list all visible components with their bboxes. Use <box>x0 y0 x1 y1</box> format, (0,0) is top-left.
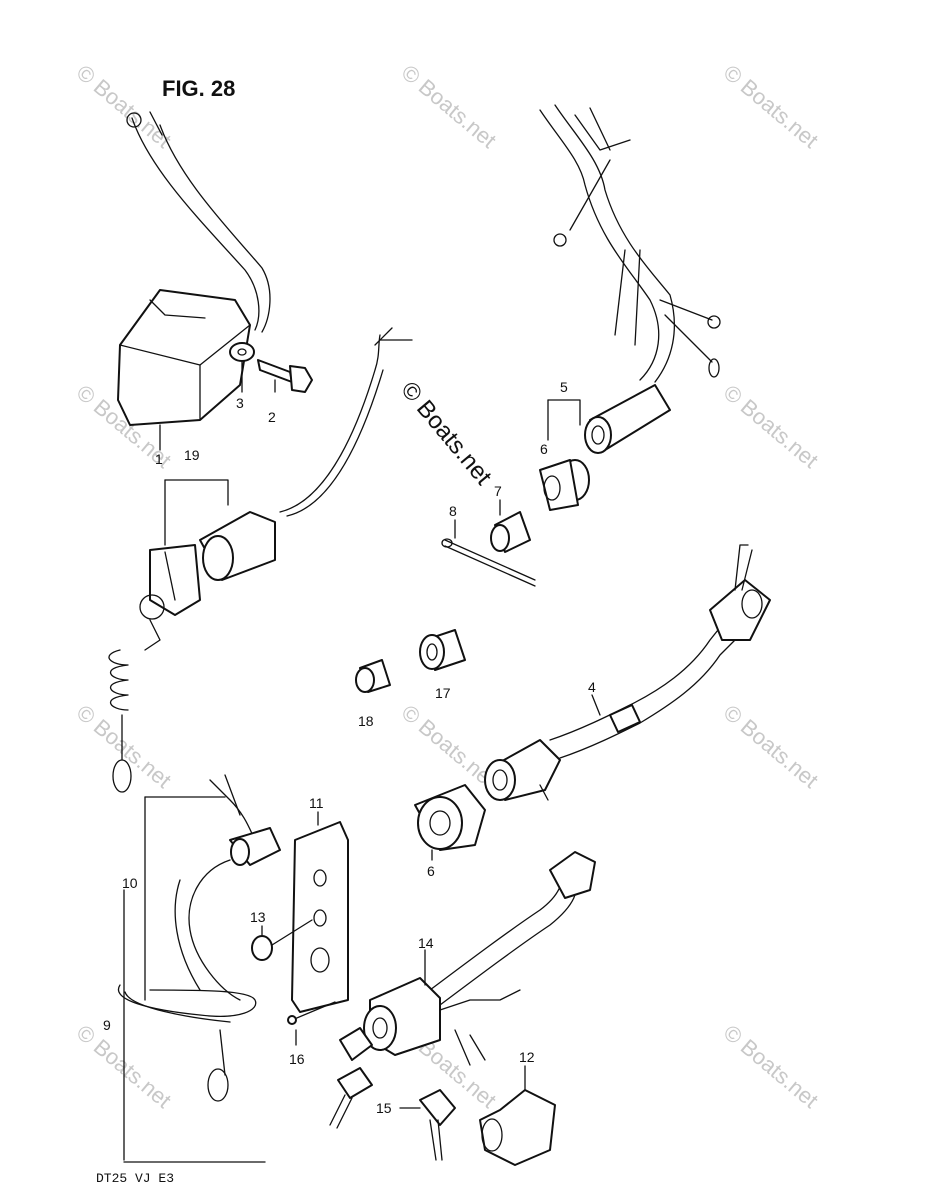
part-1-switch-box <box>117 111 271 451</box>
callout-9: 9 <box>103 1017 111 1033</box>
callout-17: 17 <box>435 685 451 701</box>
part-19-stop-switch <box>108 327 413 793</box>
part-14-key-switch <box>363 851 596 1066</box>
part-3-washer <box>229 342 255 393</box>
part-6-grommet-lower <box>414 784 486 861</box>
part-10-remote-switch <box>117 774 281 1102</box>
callout-2: 2 <box>268 409 276 425</box>
part-4-extension-harness <box>484 544 771 801</box>
watermark: © Boats.net <box>719 1020 823 1113</box>
part-16-screw <box>287 1001 336 1046</box>
part-17-grommet <box>419 629 466 671</box>
callout-19: 19 <box>184 447 200 463</box>
part-11-plate <box>291 811 349 1013</box>
watermark-center: © Boats.net <box>395 377 497 491</box>
callout-3: 3 <box>236 395 244 411</box>
callout-4: 4 <box>588 679 596 695</box>
callout-16: 16 <box>289 1051 305 1067</box>
part-2-bolt <box>257 359 313 393</box>
keys <box>329 1027 373 1129</box>
part-7-grommet <box>490 499 531 553</box>
callout-11: 11 <box>309 795 324 811</box>
callout-15: 15 <box>376 1100 392 1116</box>
figure-title: FIG. 28 <box>162 76 235 101</box>
callout-5: 5 <box>560 379 568 395</box>
callout-18: 18 <box>358 713 374 729</box>
model-code: DT25 VJ E3 <box>96 1171 174 1186</box>
callout-1: 1 <box>155 451 163 467</box>
part-15-key <box>399 1089 456 1161</box>
watermark: © Boats.net <box>397 60 501 153</box>
part-5-wire-harness <box>539 104 721 454</box>
callout-13: 13 <box>250 909 266 925</box>
watermark: © Boats.net <box>719 380 823 473</box>
callout-6-upper: 6 <box>540 441 548 457</box>
callout-12: 12 <box>519 1049 535 1065</box>
part-8-wire-clamp <box>441 519 536 587</box>
callout-7: 7 <box>494 483 502 499</box>
callout-6-lower: 6 <box>427 863 435 879</box>
part-18-grommet <box>355 659 391 693</box>
watermark: © Boats.net <box>719 60 823 153</box>
callout-10: 10 <box>122 875 138 891</box>
part-6-grommet-upper <box>539 459 590 511</box>
callout-8: 8 <box>449 503 457 519</box>
watermark: © Boats.net <box>72 700 176 793</box>
part-12-bracket <box>479 1065 556 1166</box>
watermark: © Boats.net <box>719 700 823 793</box>
callout-14: 14 <box>418 935 434 951</box>
part-13-plug <box>251 919 313 961</box>
watermark: © Boats.net <box>72 60 176 153</box>
